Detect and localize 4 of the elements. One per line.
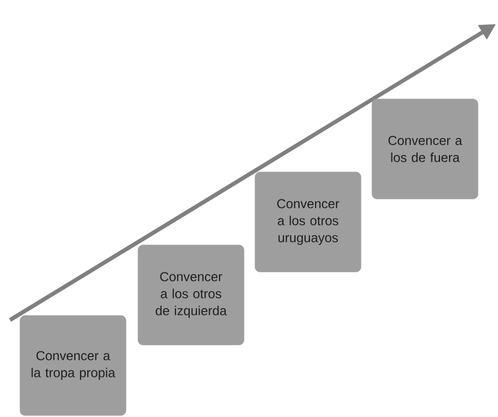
step-box: Convencer a los otros uruguayos xyxy=(254,172,362,272)
step-box: Convencer a la tropa propia xyxy=(20,315,126,416)
step-box: Convencer a los otros de izquierda xyxy=(138,244,244,346)
step-box: Convencer a los de fuera xyxy=(372,98,478,200)
